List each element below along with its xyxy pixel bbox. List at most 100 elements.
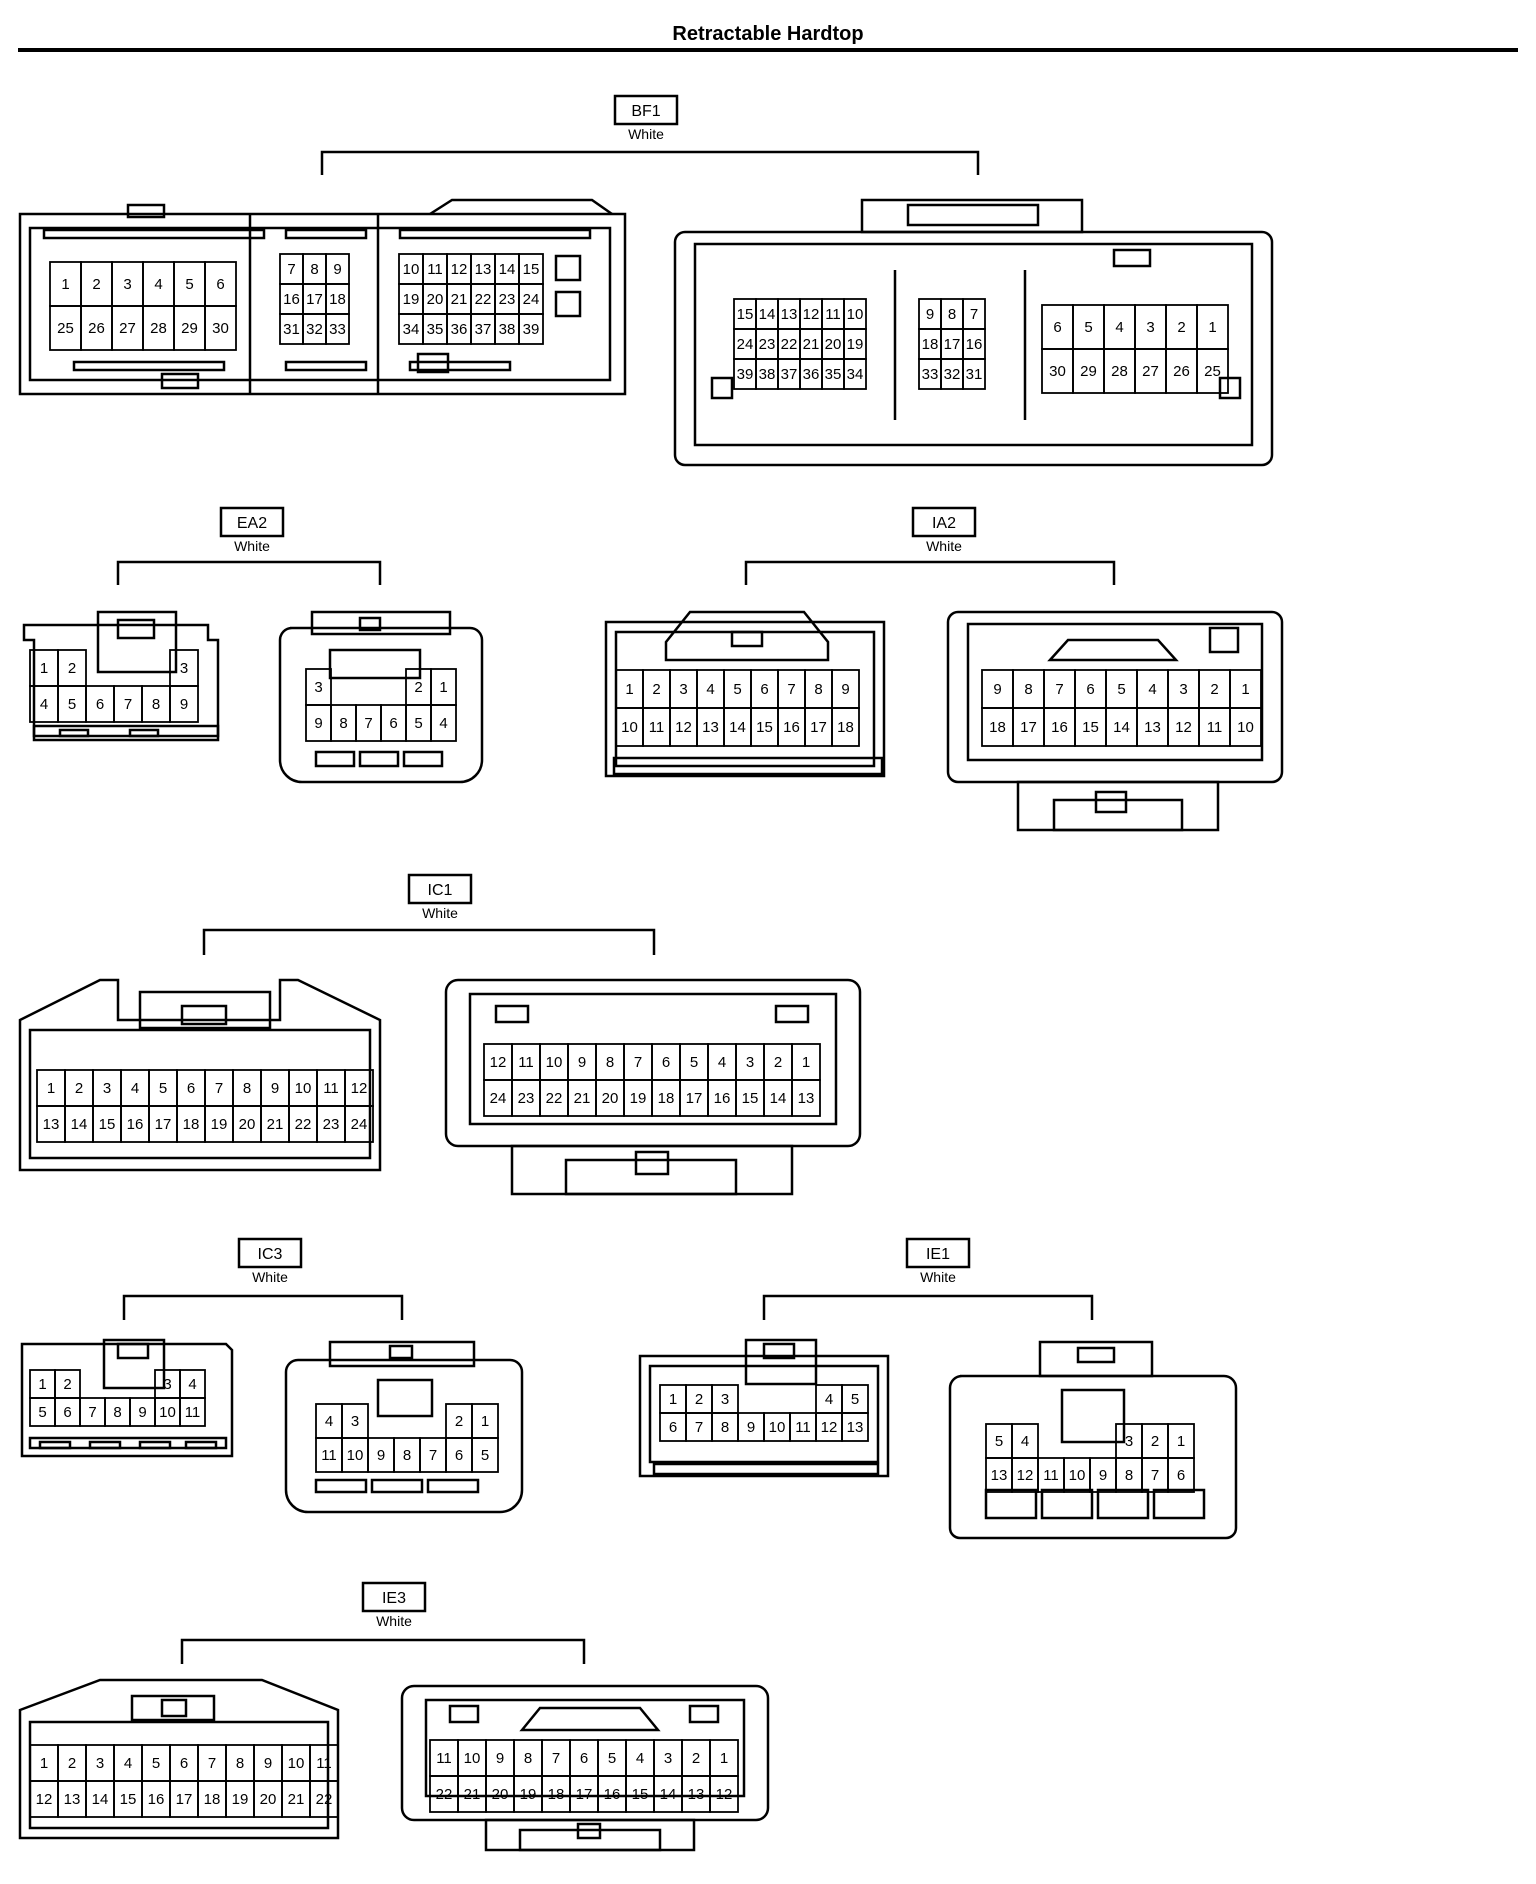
pin-number: 4 bbox=[40, 696, 48, 713]
pin-number: 5 bbox=[690, 1054, 698, 1071]
pin-number: 9 bbox=[578, 1054, 586, 1071]
pin-number: 1 bbox=[481, 1413, 489, 1430]
pin-number: 19 bbox=[847, 336, 864, 353]
connector-color: White bbox=[376, 1613, 412, 1629]
pin-number: 5 bbox=[185, 276, 193, 293]
pin-number: 7 bbox=[88, 1404, 96, 1421]
pin-number: 39 bbox=[523, 321, 540, 338]
pin-number: 38 bbox=[759, 366, 776, 383]
housing-outline bbox=[160, 1698, 188, 1718]
connector-id: BF1 bbox=[631, 103, 660, 120]
housing-outline bbox=[126, 203, 166, 219]
housing-outline bbox=[966, 622, 1264, 762]
pin-number: 7 bbox=[287, 261, 295, 278]
pin-number: 7 bbox=[215, 1080, 223, 1097]
pin-number: 11 bbox=[323, 1080, 339, 1097]
housing-outline bbox=[688, 1704, 720, 1724]
housing-outline bbox=[72, 360, 226, 372]
pin-number: 26 bbox=[1173, 363, 1190, 380]
pin-number: 16 bbox=[148, 1791, 165, 1808]
pin-number: 3 bbox=[123, 276, 131, 293]
housing-outline bbox=[138, 990, 272, 1030]
pin-number: 4 bbox=[1148, 681, 1156, 698]
connector-bracket bbox=[202, 928, 656, 955]
pin-number: 24 bbox=[737, 336, 754, 353]
pin-number: 3 bbox=[746, 1054, 754, 1071]
pin-cell bbox=[843, 358, 867, 390]
pin-number: 37 bbox=[781, 366, 798, 383]
pin-number: 6 bbox=[1053, 319, 1061, 336]
connector-id: IA2 bbox=[932, 515, 956, 532]
pin-number: 27 bbox=[119, 320, 136, 337]
pin-number: 23 bbox=[499, 291, 516, 308]
pin-number: 15 bbox=[756, 719, 773, 736]
housing-outline bbox=[730, 630, 764, 648]
pin-number: 19 bbox=[520, 1786, 537, 1803]
pin-number: 16 bbox=[714, 1090, 731, 1107]
pin-number: 13 bbox=[991, 1467, 1008, 1484]
pin-number: 5 bbox=[414, 715, 422, 732]
housing-outline bbox=[648, 1364, 880, 1464]
pin-number: 9 bbox=[993, 681, 1001, 698]
pin-number: 12 bbox=[36, 1791, 53, 1808]
housing-outline bbox=[328, 1340, 476, 1368]
connector-id-box bbox=[361, 1581, 427, 1613]
pin-number: 7 bbox=[364, 715, 372, 732]
pin-number: 3 bbox=[721, 1391, 729, 1408]
pin-number: 24 bbox=[523, 291, 540, 308]
pin-number: 17 bbox=[176, 1791, 193, 1808]
pin-number: 20 bbox=[260, 1791, 277, 1808]
housing-outline bbox=[128, 728, 160, 738]
pin-number: 6 bbox=[1086, 681, 1094, 698]
pin-number: 11 bbox=[825, 306, 841, 323]
connector-bracket bbox=[180, 1638, 586, 1664]
pin-number: 3 bbox=[1179, 681, 1187, 698]
pin-number: 14 bbox=[92, 1791, 109, 1808]
pin-number: 17 bbox=[810, 719, 827, 736]
housing-outline bbox=[1040, 1488, 1094, 1520]
pin-number: 21 bbox=[464, 1786, 481, 1803]
housing-outline bbox=[278, 626, 484, 784]
housing-outline bbox=[1016, 780, 1220, 832]
pin-number: 36 bbox=[451, 321, 468, 338]
pin-number: 11 bbox=[321, 1447, 337, 1464]
pin-number: 23 bbox=[323, 1116, 340, 1133]
housing-outline bbox=[160, 372, 200, 390]
pin-number: 18 bbox=[183, 1116, 200, 1133]
connector-id-box bbox=[219, 506, 285, 538]
pin-number: 5 bbox=[481, 1447, 489, 1464]
housing-outline bbox=[1208, 626, 1240, 654]
pin-number: 12 bbox=[716, 1786, 733, 1803]
housing-outline bbox=[1047, 638, 1179, 662]
pin-number: 17 bbox=[155, 1116, 172, 1133]
pin-number: 6 bbox=[455, 1447, 463, 1464]
pin-number: 34 bbox=[847, 366, 864, 383]
pin-number: 1 bbox=[625, 681, 633, 698]
pin-number: 3 bbox=[351, 1413, 359, 1430]
pin-number: 5 bbox=[851, 1391, 859, 1408]
pin-number: 37 bbox=[475, 321, 492, 338]
connector-color: White bbox=[234, 538, 270, 554]
pin-number: 13 bbox=[475, 261, 492, 278]
pin-number: 20 bbox=[427, 291, 444, 308]
pin-number: 5 bbox=[733, 681, 741, 698]
pin-number: 12 bbox=[451, 261, 468, 278]
pin-number: 9 bbox=[926, 306, 934, 323]
pin-number: 4 bbox=[636, 1750, 644, 1767]
pin-number: 6 bbox=[1177, 1467, 1185, 1484]
pin-number: 2 bbox=[695, 1391, 703, 1408]
pin-number: 2 bbox=[68, 660, 76, 677]
housing-outline bbox=[358, 616, 382, 632]
pin-number: 1 bbox=[669, 1391, 677, 1408]
pin-number: 3 bbox=[679, 681, 687, 698]
pin-number: 6 bbox=[580, 1750, 588, 1767]
pin-number: 5 bbox=[1084, 319, 1092, 336]
pin-number: 3 bbox=[314, 679, 322, 696]
pin-number: 7 bbox=[429, 1447, 437, 1464]
